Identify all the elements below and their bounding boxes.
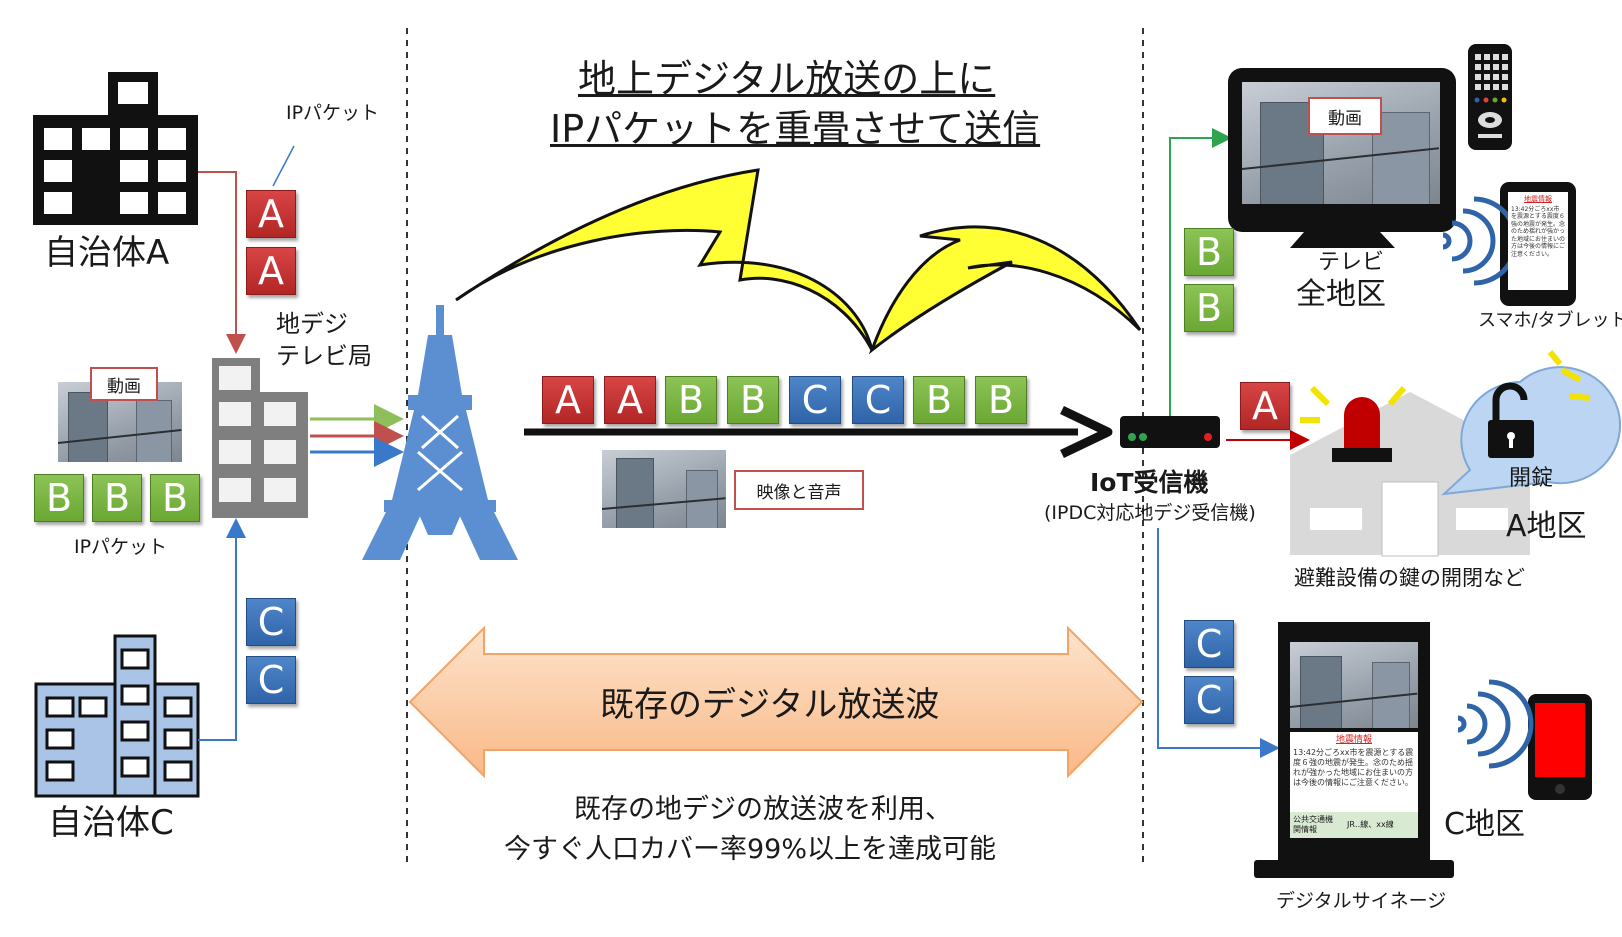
iot-receiver-icon	[1120, 416, 1220, 448]
signage-alert-body: 13:42分ごろxx市を震源とする震度６強の地震が発生。念のため揺れが強かった地…	[1293, 748, 1414, 788]
stream-packet-7: B	[913, 376, 965, 424]
municipality-c-building-icon	[34, 634, 200, 798]
unlock-sparks-icon	[1547, 350, 1591, 401]
left-video-tag: 動画	[90, 367, 158, 401]
connector-receiver-to-tv	[1169, 128, 1232, 416]
receiver-sub: (IPDC対応地デジ受信機)	[1044, 502, 1256, 524]
tv-video-tag: 動画	[1308, 97, 1382, 135]
title-line-1: 地上デジタル放送の上に	[578, 57, 996, 101]
tower-lattice	[417, 414, 463, 492]
signage-label: デジタルサイネージ	[1276, 890, 1447, 912]
all-districts-label: 全地区	[1296, 277, 1386, 312]
connector-receiver-to-signage	[1157, 528, 1280, 758]
smartphone-alert-title: 地震情報	[1524, 195, 1552, 203]
shelter-label: 避難設備の鍵の開閉など	[1294, 566, 1525, 590]
packet-c-left-2: C	[246, 656, 296, 704]
district-c-label: C地区	[1444, 807, 1525, 842]
district-a-label: A地区	[1506, 509, 1587, 544]
packet-c-left-1: C	[246, 598, 296, 646]
warning-light-icon	[1300, 385, 1407, 462]
signage-transit-bar: 公共交通機関情報 JR‥線、xx線	[1290, 812, 1418, 838]
stream-packet-6: C	[852, 376, 904, 424]
transit-label: 公共交通機関情報	[1293, 815, 1333, 834]
av-tag: 映像と音声	[734, 470, 864, 510]
broadcast-tower-icon	[362, 305, 518, 560]
ip-packet-label-bottom: IPパケット	[74, 536, 168, 558]
connector-c-to-station	[198, 518, 246, 741]
smartphone-alert-body: 13:42分ごろxx市を震源とする震度６強の地震が発生。念のため揺れが強かった地…	[1511, 205, 1566, 258]
stream-packet-3: B	[665, 376, 717, 424]
unlock-label: 開錠	[1509, 466, 1554, 491]
ip-packet-pointer	[272, 145, 295, 187]
receiver-name: IoT受信機	[1090, 468, 1209, 497]
existing-wave-label: 既存のデジタル放送波	[600, 685, 940, 725]
packet-a-right: A	[1240, 382, 1290, 430]
unlock-padlock-icon	[1488, 382, 1534, 458]
stream-packet-2: A	[604, 376, 656, 424]
stream-packet-5: C	[789, 376, 841, 424]
wireless-signal-bottom-icon	[1457, 679, 1534, 769]
smartphone-alert-card: 地震情報 13:42分ごろxx市を震源とする震度６強の地震が発生。念のため揺れが…	[1508, 192, 1568, 290]
tv-station-building-icon	[212, 358, 308, 518]
smartphone-label: スマホ/タブレット	[1478, 310, 1622, 331]
packet-b-left-3: B	[150, 474, 200, 522]
stream-packet-4: B	[727, 376, 779, 424]
packet-c-right-2: C	[1184, 676, 1234, 724]
signage-alert-card: 地震情報 13:42分ごろxx市を震源とする震度６強の地震が発生。念のため揺れが…	[1290, 732, 1418, 812]
packet-b-right-1: B	[1184, 228, 1234, 276]
lightning-bolt-icon	[455, 168, 874, 351]
signage-alert-title: 地震情報	[1335, 735, 1372, 745]
municipality-a-building-icon	[33, 72, 198, 225]
existing-wave-double-arrow	[408, 625, 1144, 779]
stream-packet-8: B	[975, 376, 1027, 424]
signage-top-photo	[1290, 642, 1418, 728]
stream-packet-1: A	[542, 376, 594, 424]
connector-a-to-station	[198, 171, 246, 354]
packet-a-top-2: A	[246, 247, 296, 295]
note-line-1: 既存の地デジの放送波を利用、	[574, 794, 952, 825]
station-label-line-1: 地デジ	[276, 310, 348, 338]
packet-a-top-1: A	[246, 190, 296, 238]
smartphone-red-screen-icon	[1528, 694, 1592, 800]
packet-b-left-1: B	[34, 474, 84, 522]
note-line-2: 今すぐ人口カバー率99%以上を達成可能	[504, 834, 997, 865]
municipality-c-label: 自治体C	[48, 803, 174, 843]
remote-control-icon	[1468, 44, 1512, 150]
title-line-2: IPパケットを重畳させて送信	[550, 107, 1041, 151]
ip-packet-label-top: IPパケット	[286, 102, 380, 124]
municipality-a-label: 自治体A	[44, 233, 170, 273]
packet-c-right-1: C	[1184, 620, 1234, 668]
wireless-signal-icon	[1442, 196, 1519, 286]
packet-b-left-2: B	[92, 474, 142, 522]
center-av-photo	[602, 450, 726, 528]
station-label-line-2: テレビ局	[276, 342, 372, 370]
transit-value: JR‥線、xx線	[1347, 820, 1394, 830]
tv-label: テレビ	[1318, 250, 1385, 275]
packet-b-right-2: B	[1184, 284, 1234, 332]
